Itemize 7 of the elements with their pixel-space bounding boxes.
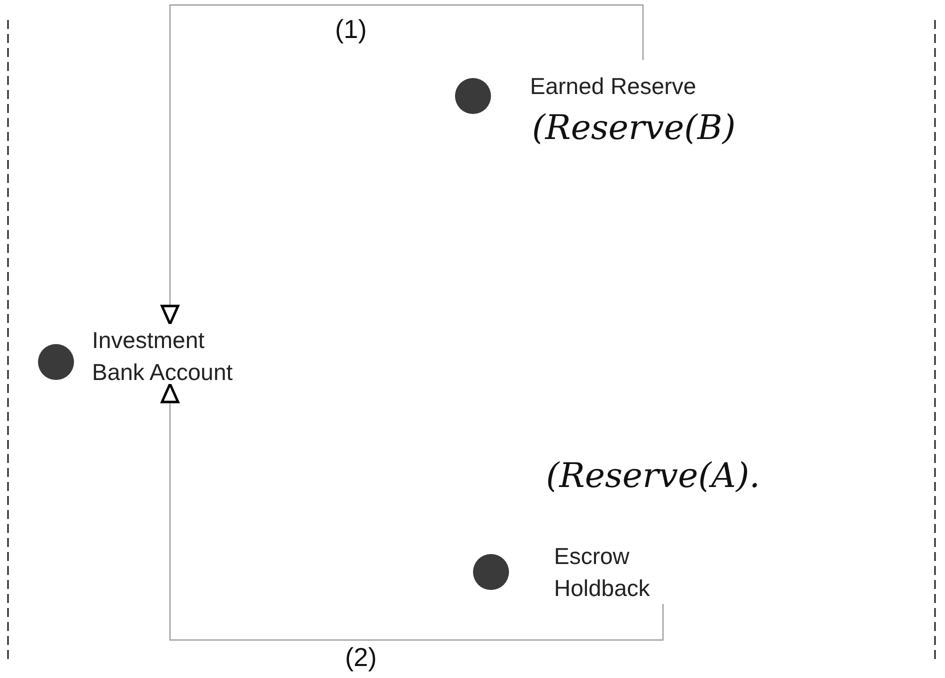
handwritten-note: (Reserve(A).	[546, 456, 760, 496]
arrow	[160, 4, 644, 326]
handwritten-note: (Reserve(B)	[532, 108, 736, 148]
account-label: Escrow Holdback	[554, 542, 651, 604]
arrow	[160, 382, 664, 641]
account-label: Investment Bank Account	[92, 326, 234, 388]
account-label: Earned Reserve	[530, 72, 698, 101]
